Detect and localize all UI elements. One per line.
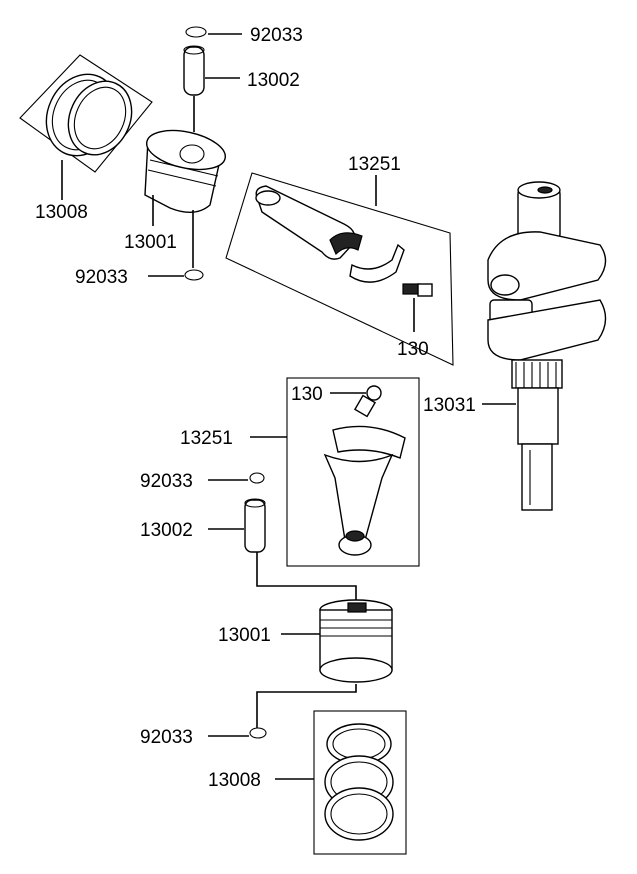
piston-rings-bottom (324, 723, 394, 841)
bolt-top (402, 283, 433, 297)
label-bolt-box: 130 (291, 384, 323, 405)
piston-rings-top (19, 54, 153, 173)
label-pin-top: 13002 (247, 70, 300, 91)
crankshaft (487, 181, 607, 511)
circlip-bottom (249, 727, 267, 739)
conrod-kit-top-frame (225, 172, 454, 366)
label-rings-top: 13008 (35, 202, 88, 223)
label-piston-lower: 13001 (218, 625, 271, 646)
bolt-lower (353, 385, 382, 418)
circlip-mid (184, 269, 204, 281)
piston-rings-box (313, 710, 407, 855)
circlip-top (185, 26, 207, 38)
label-crankshaft: 13031 (423, 395, 476, 416)
label-clip-mid: 92033 (75, 267, 128, 288)
conrod-kit-box (286, 377, 420, 567)
label-clip-top: 92033 (250, 25, 303, 46)
label-rings-bottom: 13008 (208, 770, 261, 791)
piston-top (144, 129, 227, 213)
leader-pin-to-piston-lower (256, 552, 357, 604)
label-clip-bottom: 92033 (140, 727, 193, 748)
label-conrod-top: 13251 (348, 154, 401, 175)
connecting-rod-lower (323, 425, 406, 556)
piston-lower (319, 599, 393, 683)
leader-piston-to-clip-lower (256, 684, 357, 728)
connecting-rod-top (255, 185, 405, 283)
label-conrod-box: 13251 (180, 428, 233, 449)
circlip-lower (249, 472, 265, 484)
piston-pin-lower (244, 498, 266, 553)
label-pin-lower: 13002 (140, 520, 193, 541)
label-bolt-top: 130 (397, 339, 429, 360)
label-piston-top: 13001 (124, 232, 177, 253)
label-clip-lower: 92033 (140, 471, 193, 492)
piston-pin-top (183, 45, 205, 96)
